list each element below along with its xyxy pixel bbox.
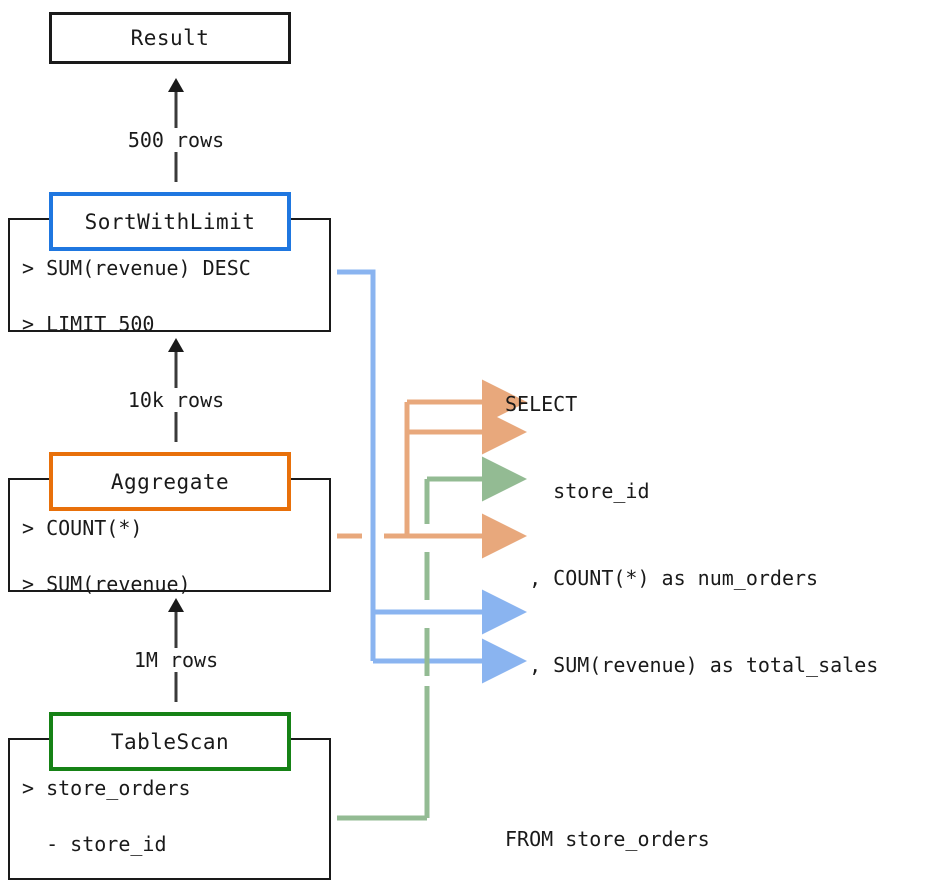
plan-detail-line: > SUM(revenue) DESC: [22, 256, 251, 280]
plan-node-aggregate-details: > COUNT(*) > SUM(revenue): [8, 514, 331, 598]
plan-node-sort-with-limit-details: > SUM(revenue) DESC > LIMIT 500: [8, 254, 331, 338]
plan-detail-line: > LIMIT 500: [22, 312, 155, 336]
plan-detail-line: > store_orders: [22, 776, 191, 800]
plan-node-aggregate[interactable]: Aggregate > COUNT(*) > SUM(revenue): [0, 452, 340, 596]
plan-node-table-scan-title: TableScan: [49, 712, 291, 771]
plan-detail-line: > COUNT(*): [22, 516, 143, 540]
sql-line-blank-1: [505, 738, 878, 767]
wire-sortwithlimit: [337, 269, 527, 684]
flow-arrowhead-sort-to-result: [168, 78, 184, 92]
edge-label-1m-rows: 1M rows: [133, 648, 219, 672]
sql-line-sum: , SUM(revenue) as total_sales: [505, 653, 879, 677]
wire-tablescan: [337, 456, 527, 821]
edge-label-10k-rows: 10k rows: [127, 388, 225, 412]
sql-line-store-id: store_id: [505, 479, 650, 503]
sql-line-from: FROM store_orders: [505, 827, 710, 851]
plan-detail-line: - store_id: [22, 832, 167, 856]
flow-arrowhead-aggregate-to-sort: [168, 338, 184, 352]
plan-node-sort-with-limit-title: SortWithLimit: [49, 192, 291, 251]
plan-node-table-scan-details: > store_orders - store_id - revenue: [8, 774, 331, 886]
plan-node-aggregate-title: Aggregate: [49, 452, 291, 511]
plan-node-result[interactable]: Result: [0, 12, 340, 64]
plan-node-result-title: Result: [49, 12, 291, 64]
edge-label-500-rows: 500 rows: [127, 128, 225, 152]
plan-node-table-scan[interactable]: TableScan > store_orders - store_id - re…: [0, 712, 340, 880]
plan-detail-line: > SUM(revenue): [22, 572, 191, 596]
sql-line-count: , COUNT(*) as num_orders: [505, 566, 819, 590]
sql-query-block: SELECT store_id , COUNT(*) as num_orders…: [505, 332, 878, 886]
flow-arrowhead-scan-to-aggregate: [168, 598, 184, 612]
plan-node-sort-with-limit[interactable]: SortWithLimit > SUM(revenue) DESC > LIMI…: [0, 192, 340, 336]
wire-aggregate: [337, 379, 527, 559]
sql-line-select: SELECT: [505, 392, 578, 416]
